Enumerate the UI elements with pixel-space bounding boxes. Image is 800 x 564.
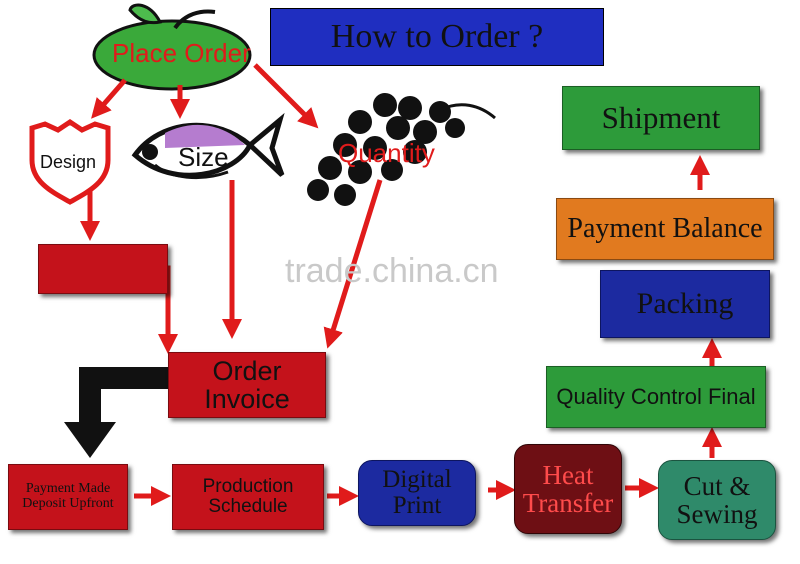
heat-transfer-line1: Heat <box>542 459 594 490</box>
watermark: trade.china.cn <box>285 252 499 290</box>
black-elbow-arrow <box>64 367 168 458</box>
digital-print-line1: Digital <box>382 465 452 493</box>
digital-print-box: Digital Print <box>358 460 476 526</box>
cut-sewing-box: Cut & Sewing <box>658 460 776 540</box>
place-order-label: Place Order <box>112 38 251 68</box>
quality-control-box: Quality Control Final <box>546 366 766 428</box>
shield-icon <box>29 118 111 205</box>
payment-deposit-line1: Payment Made <box>25 481 111 497</box>
payment-deposit-line2: Deposit Upfront <box>22 496 114 511</box>
heat-transfer-line2: Transfer <box>522 488 614 518</box>
grapes-icon <box>307 93 496 206</box>
apple-icon <box>92 3 252 91</box>
payment-deposit-box: Payment Made Deposit Upfront <box>8 464 128 530</box>
quantity-label: Quantity <box>338 138 435 168</box>
order-invoice-box: Order Invoice <box>168 352 326 418</box>
packing-box: Packing <box>600 270 770 338</box>
page-title: How to Order ? <box>270 8 604 66</box>
cut-sewing-line2: Sewing <box>676 499 758 529</box>
design-label: Design <box>40 152 97 172</box>
design-red-bar <box>38 244 168 294</box>
size-label: Size <box>178 142 229 172</box>
cut-sewing-line1: Cut & <box>683 470 751 501</box>
fish-icon <box>131 112 285 180</box>
heat-transfer-box: Heat Transfer <box>514 444 622 534</box>
shipment-box: Shipment <box>562 86 760 150</box>
production-schedule-box: Production Schedule <box>172 464 324 530</box>
digital-print-line2: Print <box>392 492 442 519</box>
payment-balance-box: Payment Balance <box>556 198 774 260</box>
